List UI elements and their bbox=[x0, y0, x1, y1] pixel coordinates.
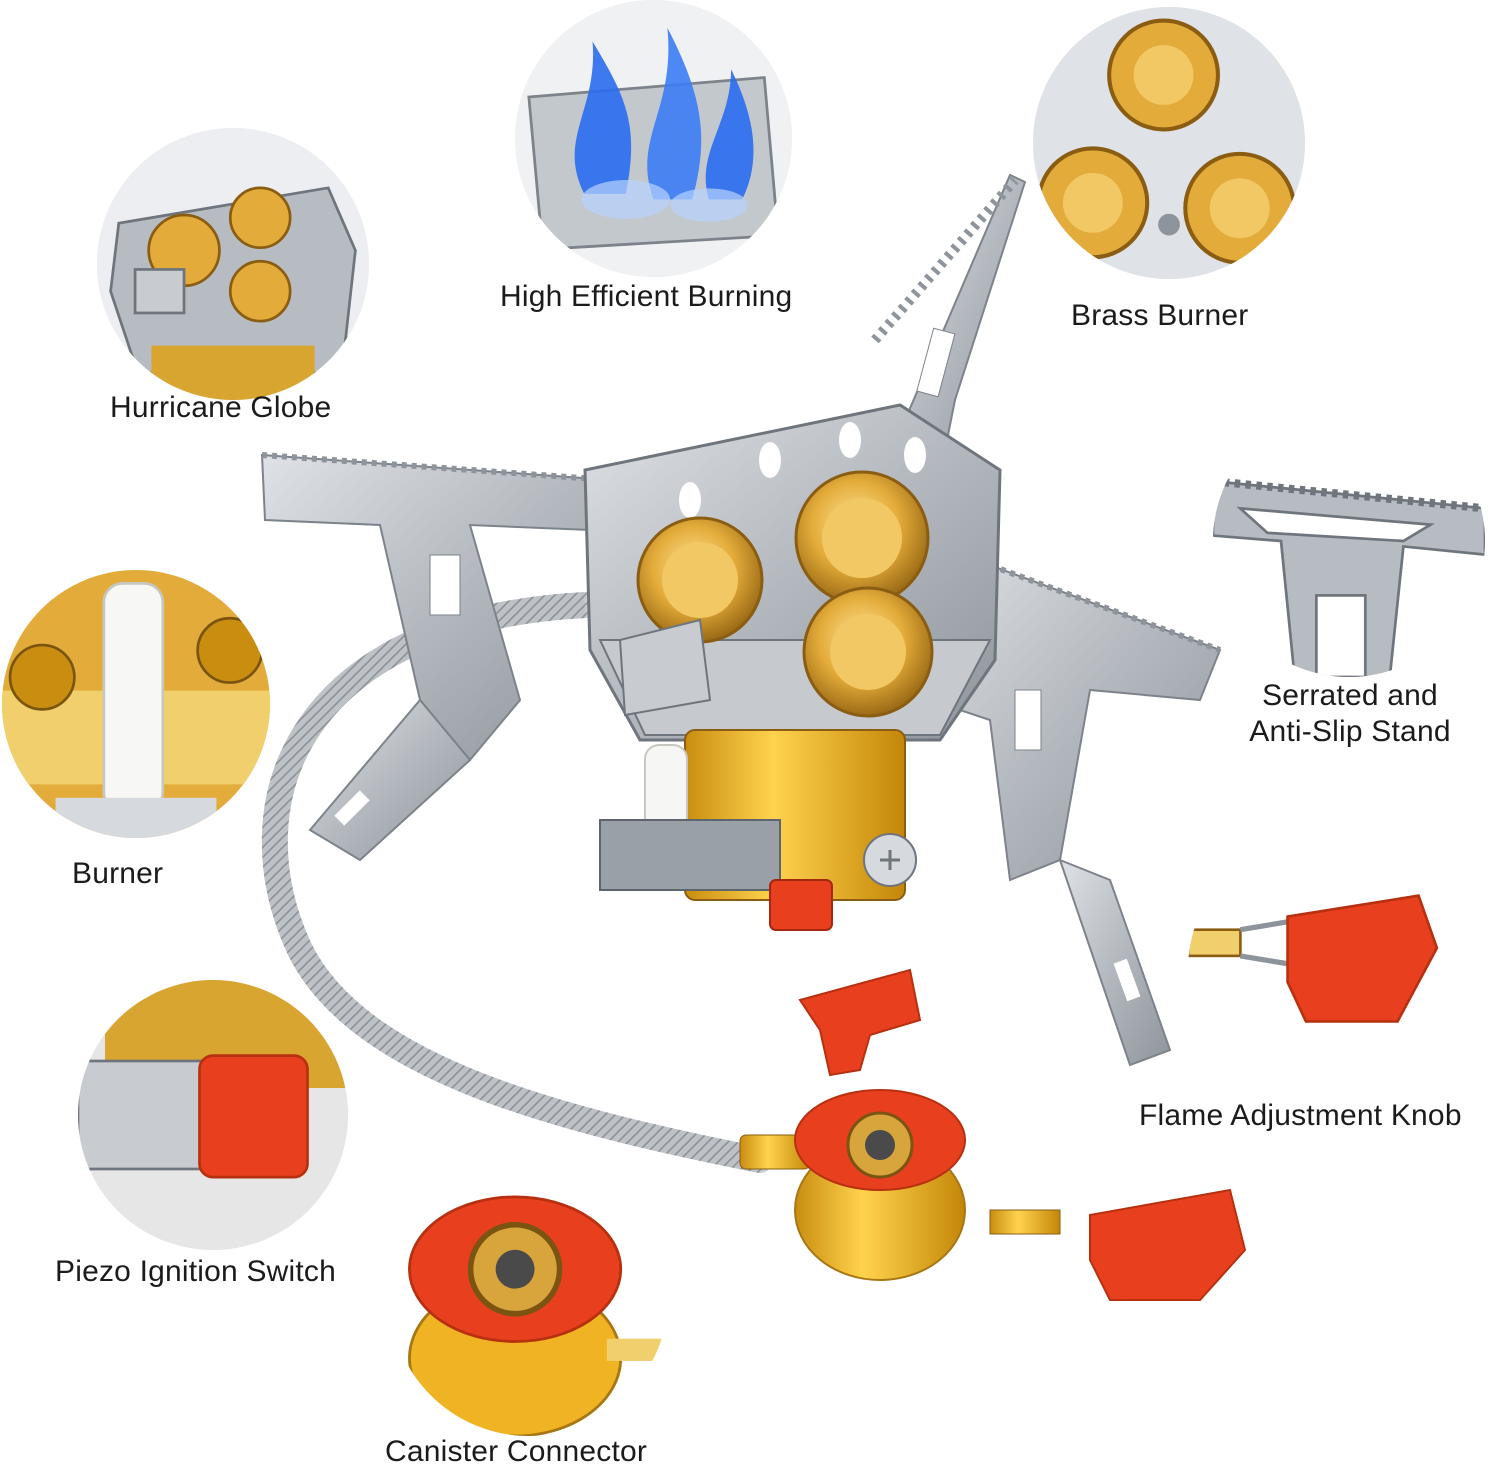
serrated-stand-photo bbox=[1213, 405, 1485, 677]
serrated-stand-icon bbox=[1213, 405, 1485, 677]
hurricane-globe-icon bbox=[97, 128, 369, 400]
label-high-efficient-burning: High Efficient Burning bbox=[500, 280, 793, 313]
brass-burner-icon bbox=[1033, 7, 1305, 279]
knob-icon bbox=[1188, 838, 1450, 1100]
label-brass-burner: Brass Burner bbox=[1071, 299, 1249, 332]
burner-photo bbox=[2, 570, 270, 838]
label-serrated-stand: Serrated and Anti-Slip Stand bbox=[1230, 678, 1470, 750]
piezo-icon bbox=[78, 980, 348, 1250]
label-hurricane-globe: Hurricane Globe bbox=[110, 391, 332, 424]
label-flame-knob: Flame Adjustment Knob bbox=[1139, 1099, 1462, 1132]
label-piezo-ignition: Piezo Ignition Switch bbox=[55, 1255, 337, 1288]
igniter-icon bbox=[2, 570, 270, 838]
canister-connector-photo bbox=[390, 1158, 668, 1436]
label-serrated-line-2: Anti-Slip Stand bbox=[1249, 715, 1451, 748]
connector-icon bbox=[390, 1158, 668, 1436]
hurricane-globe-photo bbox=[97, 128, 369, 400]
high-efficient-burning-photo bbox=[515, 0, 792, 277]
label-canister-connector: Canister Connector bbox=[385, 1435, 648, 1468]
piezo-ignition-photo bbox=[78, 980, 348, 1250]
label-serrated-line-1: Serrated and bbox=[1262, 679, 1438, 712]
brass-burner-photo bbox=[1033, 7, 1305, 279]
flame-knob-photo bbox=[1188, 838, 1450, 1100]
flame-icon bbox=[515, 0, 792, 277]
label-burner: Burner bbox=[72, 857, 164, 890]
